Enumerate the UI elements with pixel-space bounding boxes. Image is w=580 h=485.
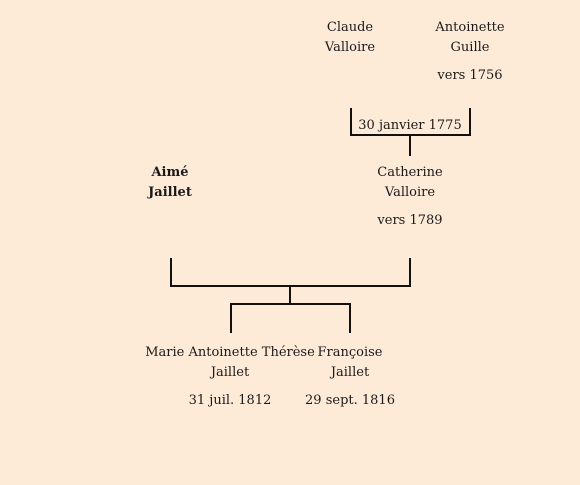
children-bar [230, 303, 351, 305]
bracket-left-leg [170, 258, 172, 287]
person-francoise-jaillet[interactable]: Françoise Jaillet 29 sept. 1816 [275, 343, 425, 411]
person-catherine-valloire[interactable]: Catherine Valloire vers 1789 [335, 163, 485, 231]
person-first-name: Françoise [317, 345, 383, 360]
person-first-name: Catherine [377, 165, 443, 180]
person-marie-antoinette-therese-jaillet[interactable]: Marie Antoinette Thérèse Jaillet 31 juil… [145, 343, 315, 411]
person-last-name: Valloire [324, 40, 376, 55]
child-drop-right [349, 303, 351, 333]
person-date: 31 juil. 1812 [188, 393, 272, 408]
person-first-name: Claude [326, 20, 374, 35]
bracket-stem [289, 285, 291, 305]
person-first-name: Aimé [151, 165, 189, 180]
person-date: vers 1756 [437, 68, 503, 83]
bracket-right-leg [409, 258, 411, 287]
bracket-left-leg [350, 108, 352, 136]
person-last-name: Jaillet [210, 365, 250, 380]
child-drop-left [230, 303, 232, 333]
person-date: vers 1789 [377, 213, 443, 228]
person-first-name: Marie Antoinette Thérèse [145, 345, 315, 360]
person-antoinette-guille[interactable]: Antoinette Guille vers 1756 [395, 18, 545, 86]
bracket-stem [409, 134, 411, 156]
bracket-right-leg [469, 108, 471, 136]
person-aime-jaillet[interactable]: Aimé Jaillet [95, 163, 245, 203]
person-date: 29 sept. 1816 [305, 393, 395, 408]
marriage-date: 30 janvier 1775 [358, 118, 462, 133]
person-last-name: Valloire [384, 185, 436, 200]
person-last-name: Guille [450, 40, 490, 55]
person-first-name: Antoinette [435, 20, 505, 35]
person-last-name: Jaillet [148, 185, 192, 200]
person-claude-valloire[interactable]: Claude Valloire [275, 18, 425, 58]
person-last-name: Jaillet [330, 365, 370, 380]
